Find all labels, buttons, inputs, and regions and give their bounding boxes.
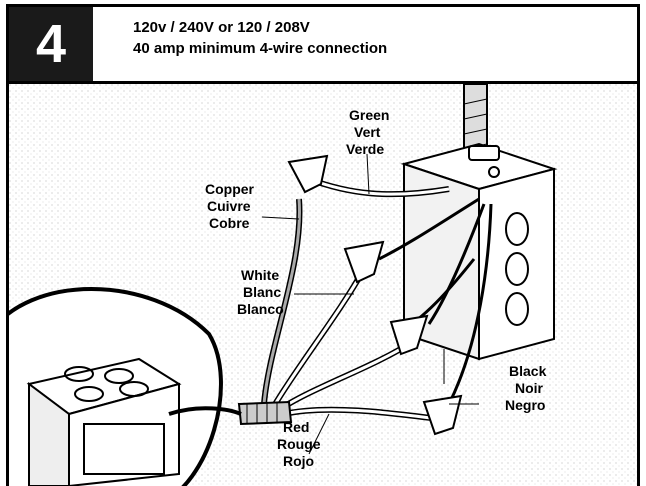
- range-appliance-icon: [9, 287, 242, 486]
- step-header: 4 120v / 240V or 120 / 208V 40 amp minim…: [6, 4, 640, 84]
- wiring-diagram: Green Vert Verde Copper Cuivre Cobre Whi…: [6, 84, 640, 486]
- copper-wire-label: Copper Cuivre Cobre: [205, 181, 255, 231]
- black-label-en: Black: [509, 363, 547, 379]
- red-label-en: Red: [283, 419, 309, 435]
- copper-label-en: Copper: [205, 181, 255, 197]
- copper-label-es: Cobre: [209, 215, 250, 231]
- white-label-fr: Blanc: [243, 284, 281, 300]
- wire-nut-icon: [287, 154, 463, 436]
- black-wire-label: Black Noir Negro: [505, 363, 547, 413]
- green-label-en: Green: [349, 107, 389, 123]
- green-label-fr: Vert: [354, 124, 381, 140]
- red-wire-label: Red Rouge Rojo: [277, 419, 321, 469]
- green-wire-label: Green Vert Verde: [346, 107, 389, 157]
- wiring-illustration: Green Vert Verde Copper Cuivre Cobre Whi…: [9, 84, 637, 486]
- red-label-fr: Rouge: [277, 436, 321, 452]
- red-label-es: Rojo: [283, 453, 314, 469]
- black-label-fr: Noir: [515, 380, 544, 396]
- appliance-cable-icon: [237, 400, 293, 426]
- wires-icon: [261, 176, 493, 422]
- white-wire-label: White Blanc Blanco: [237, 267, 284, 317]
- white-label-es: Blanco: [237, 301, 284, 317]
- white-label-en: White: [241, 267, 279, 283]
- black-label-es: Negro: [505, 397, 545, 413]
- step-number-box: 4: [9, 7, 93, 81]
- voltage-spec: 120v / 240V or 120 / 208V: [133, 19, 310, 36]
- step-title: 120v / 240V or 120 / 208V 40 amp minimum…: [133, 17, 387, 59]
- amperage-spec: 40 amp minimum 4-wire connection: [133, 40, 388, 57]
- step-number: 4: [35, 14, 67, 74]
- green-label-es: Verde: [346, 141, 384, 157]
- copper-label-fr: Cuivre: [207, 198, 251, 214]
- leader-lines: [261, 153, 479, 455]
- junction-box-icon: [400, 142, 558, 361]
